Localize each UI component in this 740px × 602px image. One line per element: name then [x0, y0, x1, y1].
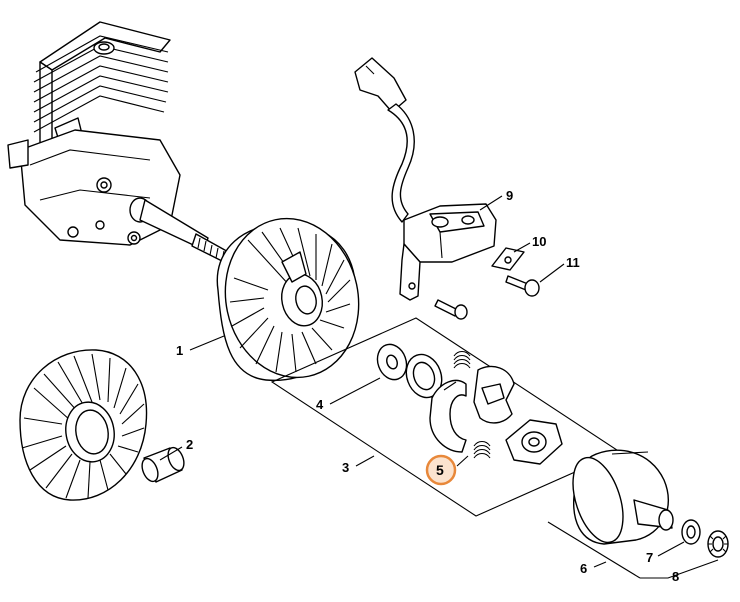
clutch-shoe-left [429, 379, 467, 453]
clutch-spring-lower [473, 440, 491, 459]
callout-10[interactable]: 10 [532, 234, 546, 249]
callout-8[interactable]: 8 [672, 569, 679, 584]
thrust-ring [405, 353, 443, 399]
flywheel [216, 217, 360, 382]
cylinder-fins [33, 35, 169, 133]
part-2-sleeve [141, 446, 185, 483]
part-7-washer [681, 519, 701, 545]
mounting-screw [434, 299, 468, 320]
callout-1[interactable]: 1 [176, 343, 183, 358]
clutch-drum [572, 449, 674, 545]
callout-9[interactable]: 9 [506, 188, 513, 203]
callout-3[interactable]: 3 [342, 460, 349, 475]
part-8-clip [707, 530, 729, 558]
engine-cylinder [7, 21, 236, 266]
clutch-carrier [473, 365, 515, 424]
callout-6[interactable]: 6 [580, 561, 587, 576]
clutch-hub [505, 419, 563, 465]
clutch-spring-top [453, 350, 471, 369]
callout-5-highlight[interactable]: 5 [425, 454, 457, 486]
leader-lines [159, 195, 719, 579]
fan-wheel [19, 349, 148, 501]
callout-labels: 1 2 3 4 5 6 7 8 9 10 11 [176, 188, 679, 584]
ignition-module [354, 57, 497, 301]
callout-11[interactable]: 11 [566, 255, 580, 270]
fan-blades [21, 353, 145, 499]
callout-4[interactable]: 4 [316, 397, 324, 412]
callout-5[interactable]: 5 [436, 462, 444, 478]
callout-7[interactable]: 7 [646, 550, 653, 565]
part-11-screw [505, 275, 540, 297]
part-10-clip [491, 247, 525, 271]
part-4-washer [376, 343, 408, 381]
callout-2[interactable]: 2 [186, 437, 193, 452]
